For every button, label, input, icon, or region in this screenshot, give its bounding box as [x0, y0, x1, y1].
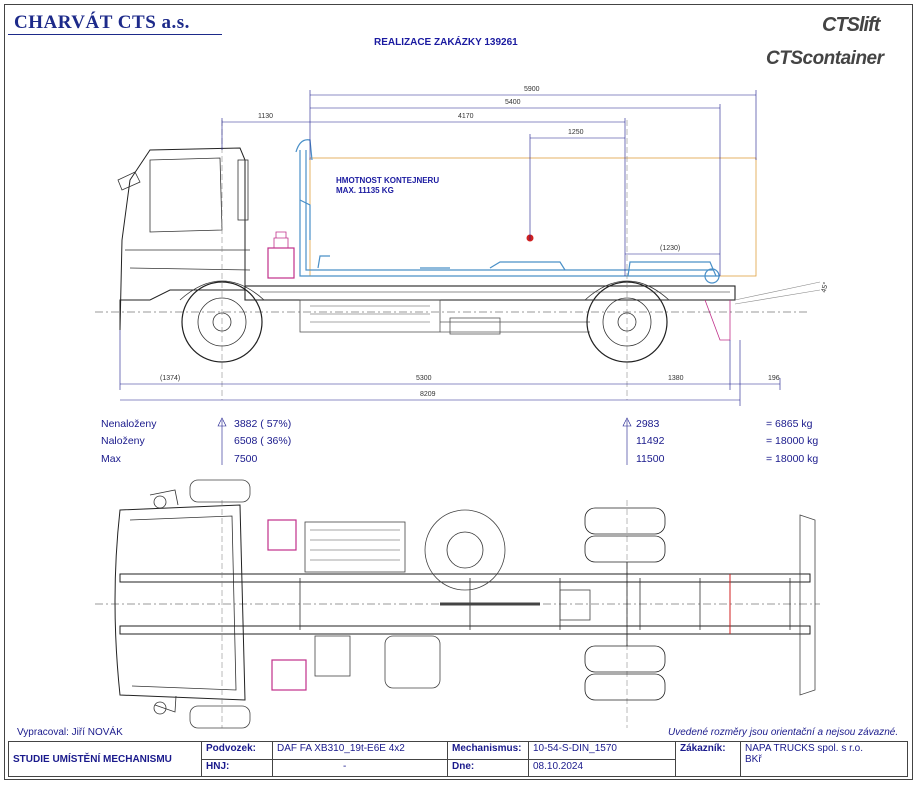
- side-view: [95, 120, 821, 400]
- study-title: STUDIE UMÍSTĚNÍ MECHANISMU: [8, 741, 202, 777]
- dim-1380: 1380: [668, 375, 684, 382]
- weight-row-max-rear: 11500: [636, 453, 665, 465]
- dim-5900: 5900: [524, 86, 540, 93]
- container-weight-line2: MAX. 11135 KG: [336, 186, 394, 195]
- hnj-value: -: [272, 758, 448, 777]
- dim-1130: 1130: [258, 113, 274, 120]
- weight-row-loaded-rear: 11492: [636, 435, 665, 447]
- date-label: Dne:: [447, 758, 529, 777]
- container-weight-note: HMOTNOST KONTEJNERU MAX. 11135 KG: [336, 176, 439, 196]
- weight-row-loaded-front: 6508 ( 36%): [234, 435, 292, 447]
- axle-markers: [217, 417, 632, 465]
- customer-value-line1: NAPA TRUCKS spol. s r.o.: [745, 743, 864, 754]
- cts-container-logo: CTScontainer: [766, 48, 884, 69]
- hook-arm: [295, 139, 720, 284]
- top-view: [95, 479, 820, 729]
- company-name: CHARVÁT CTS a.s.: [14, 12, 190, 33]
- hydraulic-tank: [267, 247, 295, 279]
- author-note: Vypracoval: Jiří NOVÁK: [17, 727, 123, 738]
- disclaimer-note: Uvedené rozměry jsou orientační a nejsou…: [668, 727, 899, 738]
- weight-row-empty-label: Nenaloženy: [101, 418, 157, 430]
- weight-row-loaded-total: = 18000 kg: [766, 435, 819, 447]
- weight-row-max-label: Max: [101, 453, 121, 465]
- weight-row-empty-front: 3882 ( 57%): [234, 418, 292, 430]
- chassis-frame: [244, 285, 736, 301]
- container-weight-line1: HMOTNOST KONTEJNERU: [336, 176, 440, 185]
- dim-4170: 4170: [458, 113, 474, 120]
- dim-1230: (1230): [660, 245, 681, 252]
- dim-196: 196: [768, 375, 780, 382]
- chassis-value: DAF FA XB310_19t-E6E 4x2: [272, 741, 448, 760]
- dim-8209: 8209: [420, 391, 436, 398]
- dim-1250: 1250: [568, 129, 584, 136]
- dim-5300: 5300: [416, 375, 432, 382]
- weight-row-loaded-label: Naloženy: [101, 435, 145, 447]
- weight-row-empty-rear: 2983: [636, 418, 660, 430]
- weight-row-max-total: = 18000 kg: [766, 453, 819, 465]
- weight-row-empty-total: = 6865 kg: [766, 418, 813, 430]
- date-value: 08.10.2024: [528, 758, 676, 777]
- mechanism-value: 10-54-S-DIN_1570: [528, 741, 676, 760]
- dim-5400: 5400: [505, 99, 521, 106]
- customer-value-line2: BKř: [745, 754, 762, 765]
- customer-label: Zákazník:: [675, 741, 741, 777]
- customer-value: NAPA TRUCKS spol. s r.o. BKř: [740, 741, 908, 777]
- mechanism-label: Mechanismus:: [447, 741, 529, 760]
- company-underline: [8, 34, 222, 35]
- hnj-label: HNJ:: [201, 758, 273, 777]
- order-title: REALIZACE ZAKÁZKY 139261: [374, 37, 518, 48]
- drawing-frame: [4, 4, 913, 780]
- title-block: STUDIE UMÍSTĚNÍ MECHANISMU Podvozek: DAF…: [8, 741, 908, 777]
- dimension-lines: [119, 90, 781, 406]
- chassis-label: Podvozek:: [201, 741, 273, 760]
- dim-1374: (1374): [160, 375, 181, 382]
- cts-lift-logo: CTSlift: [822, 14, 880, 36]
- weight-row-max-front: 7500: [234, 453, 258, 465]
